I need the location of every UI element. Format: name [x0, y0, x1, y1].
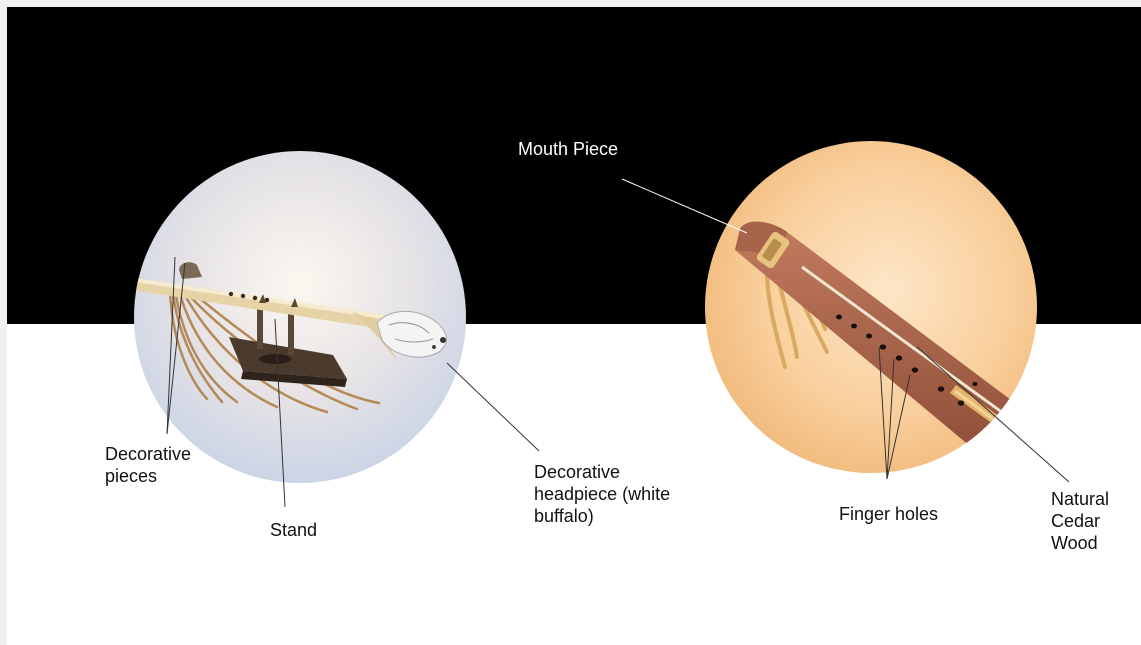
label-decorative-headpiece: Decorative headpiece (white buffalo) [534, 461, 670, 527]
label-mouth-piece: Mouth Piece [518, 138, 618, 160]
label-decorative-pieces: Decorative pieces [105, 443, 191, 487]
slide: Decorative pieces Stand Decorative headp… [7, 7, 1141, 645]
leader-mouth-piece [622, 179, 747, 233]
left-photo [132, 151, 466, 483]
label-finger-holes: Finger holes [839, 503, 938, 525]
illustration-layer [7, 7, 1141, 645]
label-stand: Stand [270, 519, 317, 541]
leader-headpiece [447, 363, 539, 451]
right-photo [705, 141, 1047, 477]
label-natural-cedar-wood: Natural Cedar Wood [1051, 488, 1109, 554]
